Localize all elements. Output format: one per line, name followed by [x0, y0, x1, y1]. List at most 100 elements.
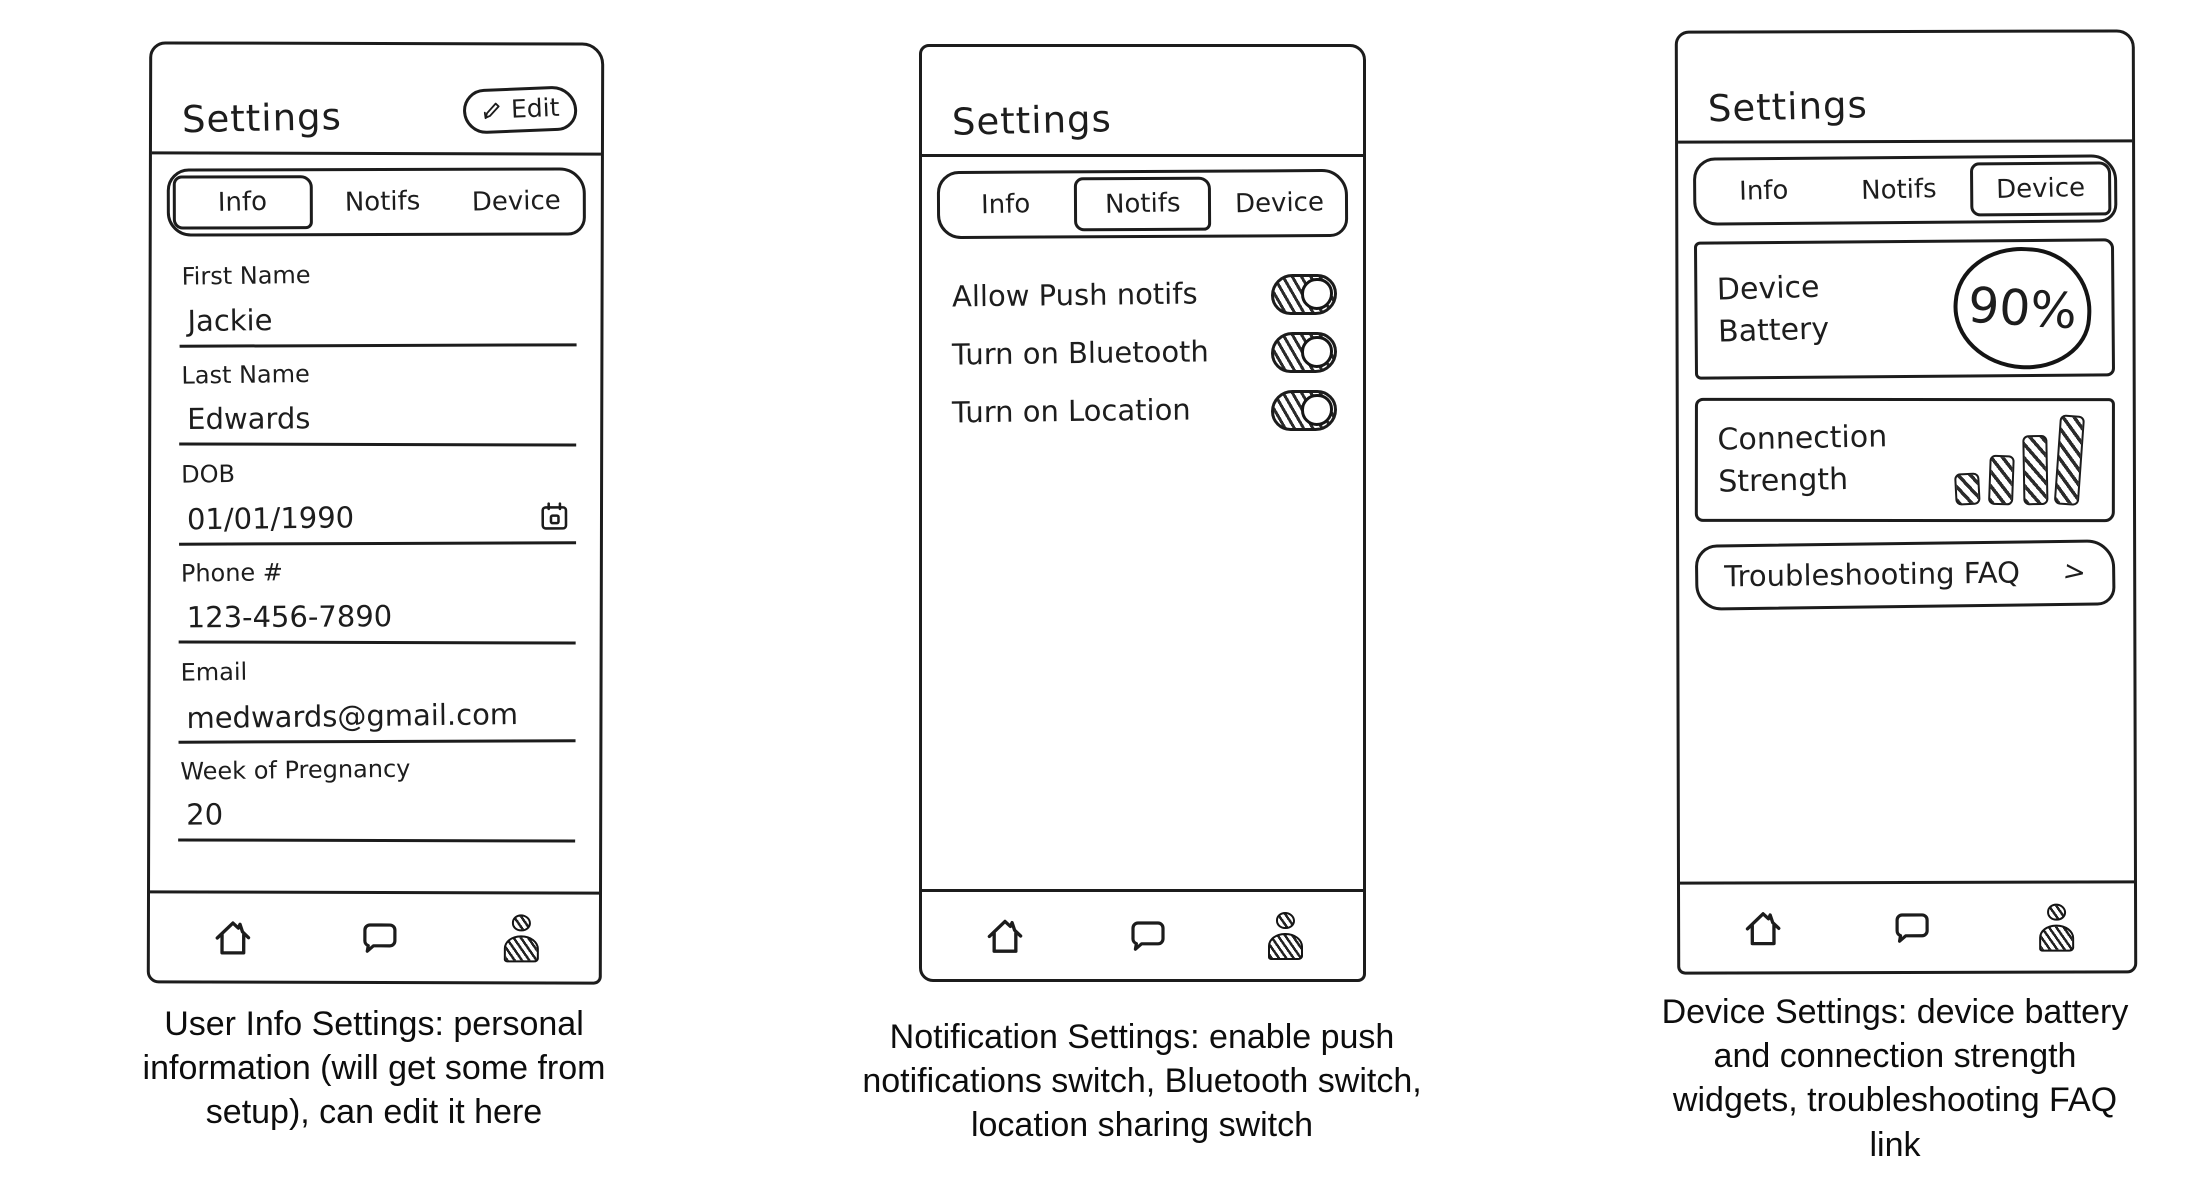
first-name-label: First Name: [181, 260, 311, 291]
field-email: Email medwards@gmail.com: [178, 643, 576, 744]
push-notifs-toggle[interactable]: [1271, 274, 1337, 315]
faq-link-label: Troubleshooting FAQ: [1723, 555, 2021, 594]
tab-notifs-label: Notifs: [1861, 174, 1938, 206]
tab-info[interactable]: Info: [172, 175, 313, 230]
profile-icon: [501, 913, 541, 962]
dob-value: 01/01/1990: [186, 500, 355, 537]
pencil-icon: [480, 99, 503, 122]
settings-tabs: Info Notifs Device: [1692, 154, 2118, 226]
tab-device-label: Device: [1995, 172, 2086, 206]
header: Settings: [922, 47, 1363, 157]
chat-nav-button[interactable]: [1888, 903, 1936, 951]
toggle-row-push-notifs: Allow Push notifs: [952, 274, 1337, 315]
toggle-knob: [1301, 278, 1333, 310]
tab-device[interactable]: Device: [449, 170, 583, 232]
last-name-input[interactable]: Edwards: [179, 395, 577, 447]
field-week-of-pregnancy: Week of Pregnancy 20: [178, 742, 576, 843]
tab-notifs[interactable]: Notifs: [1073, 176, 1212, 232]
email-value: medwards@gmail.com: [186, 697, 519, 736]
last-name-value: Edwards: [187, 401, 311, 437]
header: Settings: [1677, 32, 2133, 144]
tab-notifs-label: Notifs: [344, 186, 421, 218]
home-nav-button[interactable]: [1738, 903, 1788, 953]
connection-widget-label: Connection Strength: [1717, 419, 1888, 500]
signal-bar-4: [2053, 414, 2086, 506]
tab-device-label: Device: [471, 185, 561, 218]
edit-button[interactable]: Edit: [461, 85, 578, 135]
profile-nav-button[interactable]: [2036, 903, 2076, 952]
field-last-name: Last Name Edwards: [179, 346, 577, 447]
bottom-nav: [922, 889, 1363, 979]
profile-nav-button[interactable]: [501, 913, 541, 962]
connection-strength-widget: Connection Strength: [1694, 397, 2115, 523]
settings-tabs: Info Notifs Device: [166, 167, 586, 237]
bottom-nav: [1679, 880, 2135, 972]
chat-nav-button[interactable]: [1124, 912, 1172, 960]
location-label: Turn on Location: [951, 392, 1191, 429]
chat-nav-button[interactable]: [355, 913, 403, 961]
screen-notification-settings: Settings Info Notifs Device Allow Push n…: [919, 44, 1366, 982]
settings-tabs: Info Notifs Device: [936, 168, 1349, 240]
profile-icon: [1265, 911, 1305, 960]
field-first-name: First Name Jackie: [179, 247, 577, 348]
page-title: Settings: [1707, 83, 1869, 131]
home-nav-button[interactable]: [208, 912, 258, 962]
header: Settings Edit: [151, 44, 602, 156]
device-widgets: Device Battery 90% Connection Strength T…: [1678, 223, 2133, 611]
home-nav-button[interactable]: [980, 911, 1030, 961]
notification-toggle-list: Allow Push notifs Turn on Bluetooth Turn…: [922, 238, 1363, 448]
tab-device-label: Device: [1234, 187, 1325, 220]
tab-device[interactable]: Device: [1214, 172, 1345, 235]
first-name-value: Jackie: [187, 303, 273, 339]
tab-info[interactable]: Info: [940, 173, 1071, 236]
edit-button-label: Edit: [510, 92, 560, 124]
page-title: Settings: [181, 95, 343, 142]
tab-notifs[interactable]: Notifs: [315, 171, 449, 233]
calendar-icon[interactable]: [536, 498, 572, 534]
chat-icon: [1888, 903, 1936, 951]
bottom-nav: [149, 890, 600, 982]
signal-bar-1: [1954, 472, 1981, 506]
chevron-right-icon: >: [2061, 554, 2089, 589]
screen-device-settings: Settings Info Notifs Device Device Batte…: [1674, 29, 2138, 975]
profile-icon: [2036, 903, 2076, 952]
caption-device: Device Settings: device battery and conn…: [1661, 993, 2129, 1164]
first-name-input[interactable]: Jackie: [179, 296, 577, 348]
field-phone: Phone # 123-456-7890: [178, 544, 576, 645]
phone-label: Phone #: [180, 558, 284, 588]
tab-info-label: Info: [1738, 175, 1789, 207]
location-toggle[interactable]: [1271, 390, 1337, 431]
dob-label: DOB: [180, 459, 236, 489]
tab-info-label: Info: [217, 186, 268, 218]
user-info-form: First Name Jackie Last Name Edwards DOB …: [150, 235, 601, 891]
chat-icon: [355, 913, 403, 961]
dob-input[interactable]: 01/01/1990: [178, 494, 577, 546]
tab-info[interactable]: Info: [1696, 160, 1832, 223]
tab-info-label: Info: [980, 189, 1031, 221]
home-icon: [980, 911, 1030, 961]
toggle-row-bluetooth: Turn on Bluetooth: [952, 332, 1337, 373]
phone-input[interactable]: 123-456-7890: [178, 593, 576, 645]
signal-bar-3: [2022, 434, 2049, 506]
tab-device[interactable]: Device: [1969, 161, 2112, 217]
push-notifs-label: Allow Push notifs: [951, 276, 1198, 313]
bluetooth-toggle[interactable]: [1271, 332, 1337, 373]
signal-bar-2: [1987, 454, 2015, 506]
battery-widget-label: Device Battery: [1716, 269, 1830, 350]
week-of-pregnancy-value: 20: [186, 797, 224, 832]
home-icon: [208, 912, 258, 962]
week-of-pregnancy-input[interactable]: 20: [178, 791, 576, 843]
battery-widget: Device Battery 90%: [1693, 238, 2116, 380]
caption-user-info: User Info Settings: personal information…: [142, 1005, 606, 1132]
email-input[interactable]: medwards@gmail.com: [178, 692, 576, 744]
profile-nav-button[interactable]: [1265, 911, 1305, 960]
phone-value: 123-456-7890: [186, 599, 393, 635]
troubleshooting-faq-link[interactable]: Troubleshooting FAQ >: [1694, 539, 2116, 611]
toggle-knob: [1301, 394, 1333, 426]
toggle-row-location: Turn on Location: [952, 390, 1337, 431]
tab-notifs[interactable]: Notifs: [1831, 159, 1967, 222]
bluetooth-label: Turn on Bluetooth: [951, 333, 1210, 372]
page-title: Settings: [951, 97, 1113, 144]
chat-icon: [1124, 912, 1172, 960]
